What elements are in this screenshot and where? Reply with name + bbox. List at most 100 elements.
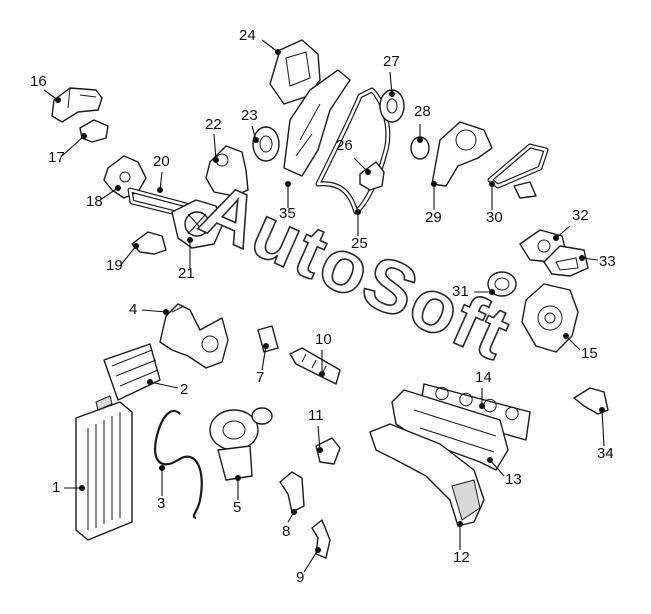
callout-10: 10 — [315, 331, 332, 377]
callouts-layer: 1234578910111213141516171819202122232425… — [30, 27, 616, 586]
callout-label: 28 — [414, 103, 431, 120]
callout-label: 3 — [157, 495, 165, 512]
callout-9: 9 — [296, 547, 321, 586]
callout-label: 2 — [180, 381, 188, 398]
part-33[interactable] — [543, 245, 589, 277]
callout-32: 32 — [553, 207, 589, 241]
callout-13: 13 — [487, 457, 522, 488]
callout-dot — [365, 169, 371, 175]
part-15[interactable] — [521, 283, 579, 353]
callout-dot — [157, 187, 163, 193]
callout-label: 19 — [106, 257, 123, 274]
callout-label: 34 — [597, 445, 614, 462]
callout-33: 33 — [579, 253, 616, 270]
part-16[interactable] — [51, 87, 103, 123]
callout-dot — [317, 447, 323, 453]
part-31[interactable] — [487, 271, 517, 297]
callout-dot — [487, 457, 493, 463]
callout-18: 18 — [86, 185, 121, 210]
callout-label: 27 — [383, 53, 400, 70]
callout-label: 35 — [279, 205, 296, 222]
callout-30: 30 — [486, 181, 503, 226]
callout-22: 22 — [205, 116, 222, 163]
callout-label: 8 — [282, 523, 290, 540]
callout-15: 15 — [563, 333, 598, 362]
callout-leader — [141, 309, 167, 313]
callout-26: 26 — [336, 137, 371, 175]
callout-28: 28 — [414, 103, 431, 143]
callout-23: 23 — [241, 107, 259, 143]
part-21[interactable] — [171, 199, 223, 249]
callout-17: 17 — [48, 133, 87, 166]
callout-25: 25 — [351, 209, 368, 252]
part-10[interactable] — [289, 347, 341, 385]
callout-label: 31 — [452, 283, 469, 300]
callout-dot — [389, 91, 395, 97]
callout-dot — [79, 485, 85, 491]
callout-leader — [213, 133, 217, 161]
callout-leader — [99, 187, 119, 201]
callout-dot — [213, 157, 219, 163]
callout-2: 2 — [147, 379, 188, 398]
callout-31: 31 — [452, 283, 495, 300]
callout-dot — [115, 185, 121, 191]
callout-leader — [261, 345, 267, 371]
callout-1: 1 — [52, 479, 85, 496]
part-23[interactable] — [252, 126, 280, 162]
part-30[interactable] — [487, 143, 549, 199]
callout-label: 23 — [241, 107, 258, 124]
callout-leader — [303, 549, 319, 573]
callout-dot — [319, 371, 325, 377]
callout-dot — [563, 333, 569, 339]
part-11[interactable] — [315, 437, 341, 465]
part-27[interactable] — [379, 89, 405, 123]
part-12[interactable] — [369, 423, 485, 527]
part-29[interactable] — [431, 121, 493, 187]
callout-20: 20 — [153, 153, 170, 193]
callout-leader — [353, 157, 369, 173]
part-1[interactable] — [75, 395, 133, 541]
callout-leader — [61, 135, 85, 157]
part-35[interactable] — [283, 69, 351, 177]
parts-layer — [51, 39, 609, 559]
callout-19: 19 — [106, 243, 139, 274]
callout-8: 8 — [282, 509, 297, 540]
callout-label: 1 — [52, 479, 60, 496]
callout-dot — [599, 407, 605, 413]
callout-dot — [355, 209, 361, 215]
part-5[interactable] — [209, 407, 273, 481]
callout-label: 17 — [48, 149, 65, 166]
part-3[interactable] — [154, 409, 203, 520]
callout-leader — [565, 335, 581, 351]
callout-dot — [187, 237, 193, 243]
callout-dot — [579, 255, 585, 261]
callout-label: 16 — [30, 73, 47, 90]
callout-3: 3 — [157, 465, 165, 512]
callout-27: 27 — [383, 53, 400, 97]
part-26[interactable] — [359, 161, 385, 191]
callout-dot — [457, 521, 463, 527]
callout-label: 20 — [153, 153, 170, 170]
part-7[interactable] — [257, 325, 279, 353]
callout-label: 4 — [129, 301, 137, 318]
part-24[interactable] — [269, 39, 321, 105]
callout-16: 16 — [30, 73, 61, 103]
part-34[interactable] — [573, 387, 609, 415]
callout-11: 11 — [308, 407, 324, 453]
callout-label: 9 — [296, 569, 304, 586]
callout-14: 14 — [475, 369, 492, 409]
part-2[interactable] — [103, 343, 161, 401]
part-19[interactable] — [131, 231, 167, 255]
callout-dot — [253, 137, 259, 143]
part-4[interactable] — [159, 303, 229, 369]
callout-24: 24 — [239, 27, 281, 55]
part-8[interactable] — [279, 471, 305, 513]
callout-leader — [119, 245, 137, 267]
callout-label: 15 — [581, 345, 598, 362]
callout-label: 22 — [205, 116, 222, 133]
callout-label: 7 — [256, 369, 264, 386]
callout-21: 21 — [178, 237, 195, 282]
callout-34: 34 — [597, 407, 614, 462]
part-9[interactable] — [311, 519, 331, 559]
